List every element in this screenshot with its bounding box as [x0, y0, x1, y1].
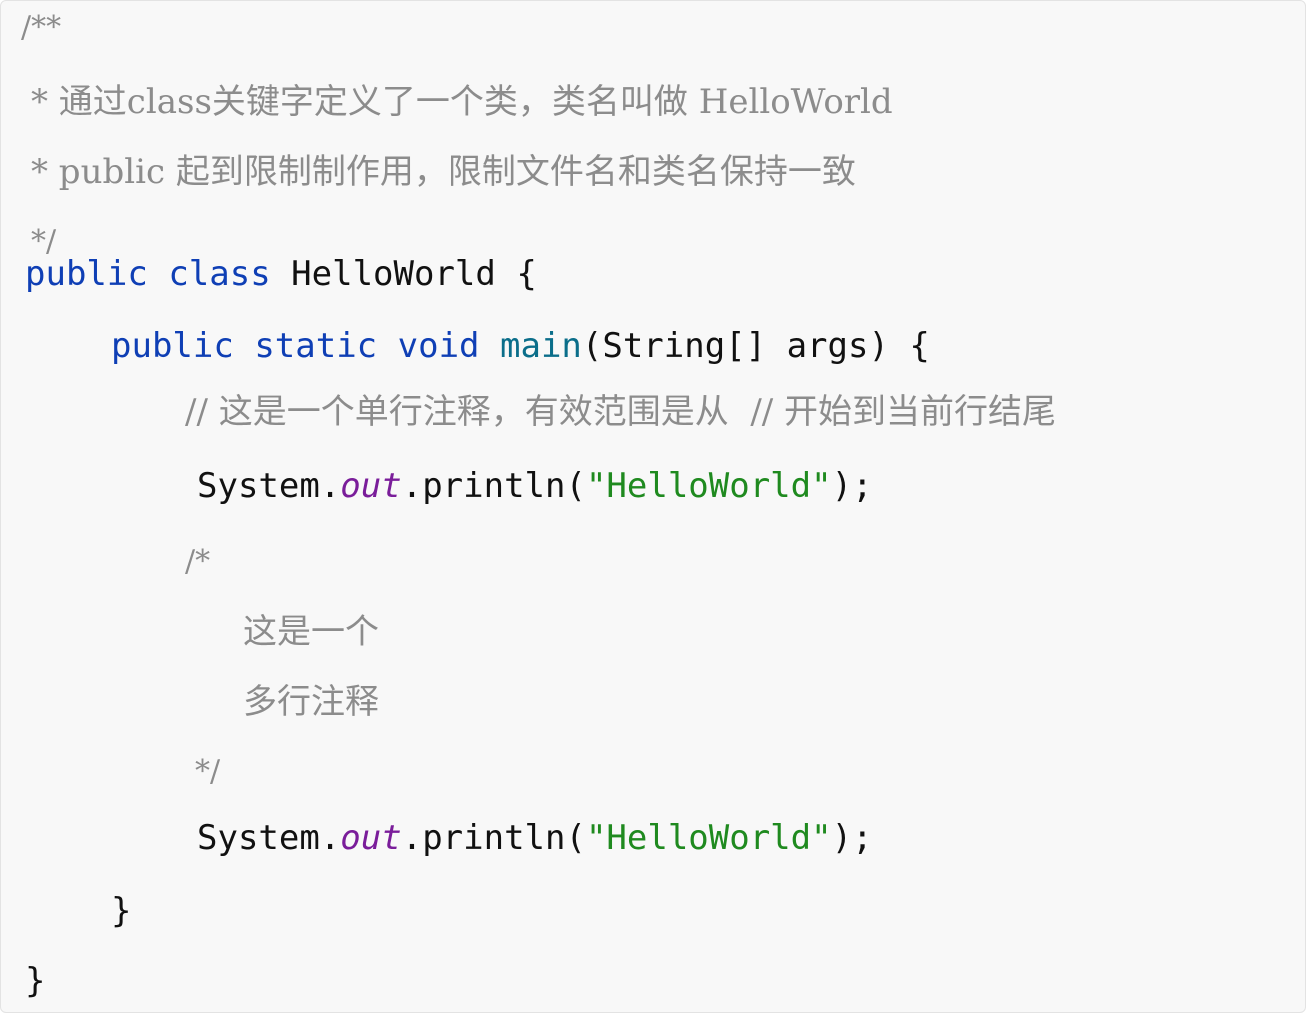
- println-call: .println(: [401, 818, 586, 858]
- block-comment-open: /*: [185, 544, 211, 579]
- system-object: System.: [197, 466, 341, 506]
- keyword-static: static: [254, 326, 378, 366]
- keyword-void: void: [397, 326, 480, 366]
- out-field: out: [340, 466, 402, 506]
- open-brace: {: [516, 254, 537, 294]
- string-literal: "HelloWorld": [585, 818, 832, 858]
- open-brace: {: [909, 326, 930, 366]
- string-literal: "HelloWorld": [585, 466, 832, 506]
- doc-comment-line-1: * 通过class关键字定义了一个类，类名叫做 HelloWorld: [31, 82, 893, 122]
- method-close-brace: }: [111, 891, 132, 931]
- class-declaration: public class HelloWorld {: [25, 257, 537, 291]
- method-params: (String[] args): [581, 326, 889, 366]
- main-method-declaration: public static void main(String[] args) {: [111, 329, 930, 363]
- keyword-class: class: [168, 254, 271, 294]
- block-comment-line-1: 这是一个: [243, 612, 379, 652]
- doc-comment-open: /**: [21, 10, 62, 45]
- keyword-public: public: [25, 254, 148, 294]
- block-comment-line-2: 多行注释: [243, 682, 379, 722]
- single-line-comment: // 这是一个单行注释，有效范围是从 // 开始到当前行结尾: [185, 392, 1057, 432]
- println-statement-1: System.out.println("HelloWorld");: [197, 469, 873, 503]
- keyword-public: public: [111, 326, 234, 366]
- doc-comment-close: */: [31, 224, 57, 259]
- out-field: out: [340, 818, 402, 858]
- println-statement-2: System.out.println("HelloWorld");: [197, 821, 873, 855]
- class-name: HelloWorld: [291, 254, 496, 294]
- println-call: .println(: [401, 466, 586, 506]
- statement-end: );: [831, 466, 873, 506]
- system-object: System.: [197, 818, 341, 858]
- method-name: main: [500, 326, 582, 366]
- class-close-brace: }: [25, 961, 46, 1001]
- block-comment-close: */: [195, 754, 221, 789]
- statement-end: );: [831, 818, 873, 858]
- doc-comment-line-2: * public 起到限制制作用，限制文件名和类名保持一致: [31, 152, 856, 192]
